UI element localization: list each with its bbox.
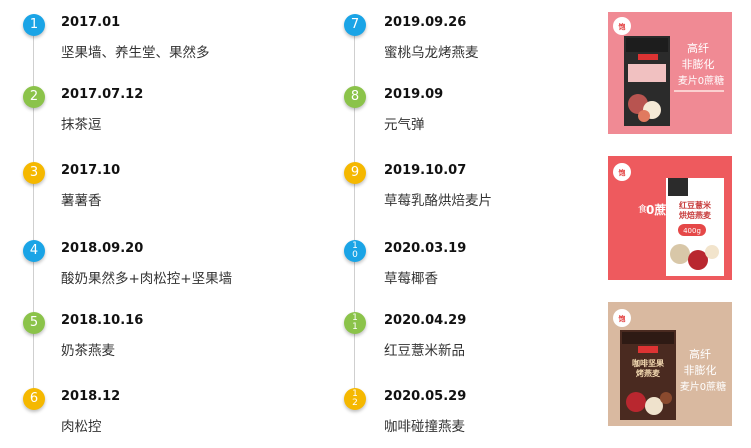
timeline-text: 奶茶燕麦 — [61, 343, 115, 359]
timeline-item: 4 2018.09.20 酸奶果然多+肉松控+坚果墙 — [0, 240, 280, 300]
right-timeline: 7 2019.09.26 蜜桃乌龙烤燕麦 8 2019.09 元气弹 9 2019.10.07… — [320, 0, 600, 447]
timeline-text: 元气弹 — [384, 117, 425, 133]
timeline-number-badge: 5 — [23, 312, 45, 334]
timeline-text: 蜜桃乌龙烤燕麦 — [384, 45, 479, 61]
timeline-number-badge: 4 — [23, 240, 45, 262]
timeline-date: 2020.03.19 — [384, 241, 467, 256]
svg-text:咖啡坚果: 咖啡坚果 — [632, 358, 664, 368]
timeline-date: 2019.09 — [384, 87, 444, 102]
timeline-text: 草莓椰香 — [384, 271, 438, 287]
svg-text:高纤: 高纤 — [689, 347, 711, 361]
svg-text:非膨化: 非膨化 — [684, 363, 717, 377]
timeline-date: 2018.12 — [61, 389, 121, 404]
svg-text:非膨化: 非膨化 — [682, 57, 715, 71]
timeline-number-digit: 1 — [352, 241, 358, 251]
timeline-text: 咖啡碰撞燕麦 — [384, 419, 465, 435]
timeline-text: 薯薯香 — [61, 193, 102, 209]
timeline-number-digit: 2 — [352, 398, 358, 408]
timeline-number-badge: 9 — [344, 162, 366, 184]
timeline-number-digit: 1 — [352, 389, 358, 399]
timeline-text: 肉松控 — [61, 419, 102, 435]
svg-text:麦片0蔗糖: 麦片0蔗糖 — [678, 74, 724, 87]
timeline-item: 3 2017.10 薯薯香 — [0, 162, 280, 222]
timeline-item: 8 2019.09 元气弹 — [320, 86, 600, 146]
product-image-peach-oolong: 饱 高纤 非膨化 麦片0蔗糖 — [608, 12, 732, 134]
timeline-date: 2017.10 — [61, 163, 121, 178]
right-timeline-line — [354, 22, 355, 402]
timeline-date: 2017.01 — [61, 15, 121, 30]
svg-text:食: 食 — [638, 203, 647, 215]
timeline-number-badge: 8 — [344, 86, 366, 108]
svg-text:饱: 饱 — [619, 168, 626, 177]
left-timeline-line — [33, 22, 34, 402]
timeline-text: 抹茶逗 — [61, 117, 102, 133]
svg-text:饱: 饱 — [619, 22, 626, 31]
timeline-number-digit: 0 — [352, 250, 358, 260]
timeline-item: 6 2018.12 肉松控 — [0, 388, 280, 448]
timeline-text: 红豆薏米新品 — [384, 343, 465, 359]
timeline-date: 2020.05.29 — [384, 389, 467, 404]
svg-text:饱: 饱 — [619, 314, 626, 323]
timeline-text: 坚果墙、养生堂、果然多 — [61, 45, 210, 61]
timeline-date: 2020.04.29 — [384, 313, 467, 328]
timeline-item: 1 2017.01 坚果墙、养生堂、果然多 — [0, 14, 280, 74]
timeline-number-badge: 6 — [23, 388, 45, 410]
product-image-red-bean: 饱 食 0蔗糖 红豆薏米 烘焙燕麦 400g — [608, 156, 732, 280]
svg-text:400g: 400g — [683, 227, 701, 235]
timeline-number-digit: 1 — [352, 322, 358, 332]
svg-text:红豆薏米: 红豆薏米 — [679, 200, 712, 210]
left-timeline: 1 2017.01 坚果墙、养生堂、果然多 2 2017.07.12 抹茶逗 3 2017.1… — [0, 0, 300, 447]
svg-text:烤燕麦: 烤燕麦 — [636, 368, 661, 378]
timeline-item: 7 2019.09.26 蜜桃乌龙烤燕麦 — [320, 14, 600, 74]
svg-text:麦片0蔗糖: 麦片0蔗糖 — [680, 380, 726, 393]
timeline-number-badge: 7 — [344, 14, 366, 36]
timeline-date: 2018.10.16 — [61, 313, 144, 328]
timeline-item: 9 2019.10.07 草莓乳酪烘焙麦片 — [320, 162, 600, 222]
timeline-item: 2 2017.07.12 抹茶逗 — [0, 86, 280, 146]
timeline-number-badge: 1 — [23, 14, 45, 36]
timeline-date: 2018.09.20 — [61, 241, 144, 256]
timeline-date: 2019.09.26 — [384, 15, 467, 30]
svg-text:烘焙燕麦: 烘焙燕麦 — [679, 210, 712, 220]
timeline-text: 草莓乳酪烘焙麦片 — [384, 193, 492, 209]
timeline-text: 酸奶果然多+肉松控+坚果墙 — [61, 271, 233, 287]
product-image-coffee-nut: 饱 咖啡坚果 烤燕麦 高纤 非膨化 麦片0蔗糖 — [608, 302, 732, 426]
timeline-number-digit: 1 — [352, 313, 358, 323]
svg-text:高纤: 高纤 — [687, 41, 709, 55]
timeline-item: 5 2018.10.16 奶茶燕麦 — [0, 312, 280, 372]
timeline-number-badge: 2 — [23, 86, 45, 108]
timeline-date: 2017.07.12 — [61, 87, 144, 102]
timeline-date: 2019.10.07 — [384, 163, 467, 178]
timeline-number-badge: 3 — [23, 162, 45, 184]
